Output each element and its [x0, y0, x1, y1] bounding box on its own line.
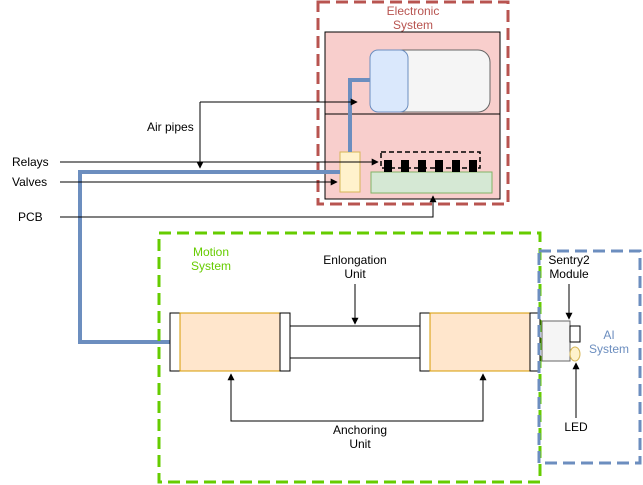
- relay-4: [435, 160, 443, 172]
- right-unit-cap-left: [419, 312, 431, 372]
- valves-label: Valves: [12, 175, 47, 189]
- sentry2-label-line1: Sentry2: [548, 253, 590, 267]
- left-unit-cap-right: [279, 312, 291, 372]
- anchoring-arrows: [227, 373, 487, 422]
- relays-label: Relays: [12, 155, 49, 169]
- led-label: LED: [564, 420, 588, 434]
- electronic-system-label-line1: Electronic: [387, 4, 440, 18]
- motion-system-label-line2: System: [191, 259, 231, 273]
- relay-group: [380, 151, 481, 169]
- ai-system-label-line1: AI: [603, 328, 614, 342]
- relay-1: [384, 160, 392, 172]
- elongation-body: [289, 325, 421, 359]
- sentry2-module: [541, 320, 571, 362]
- air-pipe-internal: [348, 78, 370, 152]
- pcb-arrow: [60, 195, 437, 218]
- left-anchor-unit: [179, 312, 281, 372]
- ai-system-label-line2: System: [589, 342, 629, 356]
- motion-system-label-line1: Motion: [193, 245, 229, 259]
- relay-2: [401, 160, 409, 172]
- air-tank: [369, 49, 409, 113]
- pcb-label: PCB: [18, 210, 43, 224]
- left-unit-cap-left: [169, 312, 181, 372]
- electronic-system-boundary: [316, 0, 510, 206]
- pcb-board: [370, 171, 493, 194]
- led-light: [569, 346, 581, 362]
- sentry2-label-line2: Module: [549, 267, 589, 281]
- air-pipes-label: Air pipes: [147, 120, 194, 134]
- air-pipe-to-anchor: [78, 170, 340, 344]
- relay-5: [452, 160, 460, 172]
- anchoring-label-line2: Unit: [349, 437, 371, 451]
- elongation-label-line2: Unit: [344, 267, 366, 281]
- sentry2-lens: [569, 325, 581, 343]
- relay-3: [418, 160, 426, 172]
- right-unit-cap-right: [529, 312, 541, 372]
- ai-system-boundary: [537, 249, 642, 465]
- valve: [339, 151, 361, 193]
- electronic-system-label-line2: System: [393, 18, 433, 32]
- right-anchor-unit: [429, 312, 531, 372]
- relay-6: [469, 160, 477, 172]
- elongation-label-line1: Enlongation: [323, 253, 386, 267]
- anchoring-label-line1: Anchoring: [333, 423, 387, 437]
